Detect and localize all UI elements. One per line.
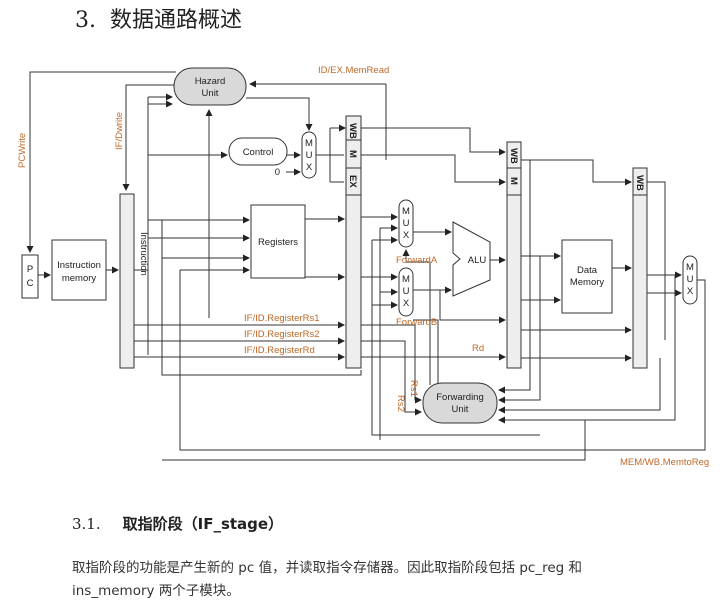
svg-text:M: M xyxy=(347,150,358,158)
svg-text:Unit: Unit xyxy=(452,404,469,415)
section-paragraph: 取指阶段的功能是产生新的 pc 值，并读取指令存储器。因此取指阶段包括 pc_r… xyxy=(72,560,583,599)
svg-text:Unit: Unit xyxy=(202,88,219,99)
svg-text:M: M xyxy=(305,138,313,149)
svg-text:U: U xyxy=(403,218,410,229)
instruction-label: Instruction xyxy=(138,232,149,276)
svg-text:Data: Data xyxy=(577,265,598,276)
svg-text:WB: WB xyxy=(347,123,358,139)
control-unit: Control xyxy=(228,137,288,166)
if-id-register xyxy=(119,193,135,369)
svg-text:U: U xyxy=(403,286,410,297)
datapath-diagram: Hazard Unit Control 0 P C Instruction me… xyxy=(17,65,709,468)
svg-text:ALU: ALU xyxy=(468,255,487,266)
ex-mem-register: WB M xyxy=(506,141,522,369)
mem-wb-register: WB xyxy=(632,167,648,369)
rs2-short-label: Rs2 xyxy=(395,395,406,412)
hazard-unit: Hazard Unit xyxy=(173,67,247,106)
forwarda-label: ForwardA xyxy=(396,255,438,266)
svg-text:M: M xyxy=(402,274,410,285)
svg-text:memory: memory xyxy=(62,273,97,284)
svg-text:X: X xyxy=(403,230,410,241)
forwarding-unit: Forwarding Unit xyxy=(422,382,498,424)
forward-a-mux: M U X xyxy=(398,199,414,248)
svg-text:Registers: Registers xyxy=(258,237,298,248)
zero-input: 0 xyxy=(275,167,280,178)
rs1-short-label: Rs1 xyxy=(408,380,419,397)
rd-label: IF/ID.RegisterRd xyxy=(244,345,315,356)
svg-text:Control: Control xyxy=(243,147,274,158)
svg-text:Instruction: Instruction xyxy=(57,260,101,271)
svg-text:P: P xyxy=(27,264,33,275)
ifdwrite-label: IF/Dwrite xyxy=(114,112,125,150)
page-title: 3.数据通路概述 xyxy=(75,8,243,33)
section-heading: 3.1.取指阶段（IF_stage） xyxy=(72,515,284,533)
alu: ALU xyxy=(452,221,491,297)
svg-text:C: C xyxy=(27,278,34,289)
pcwrite-label: PCWrite xyxy=(17,133,28,168)
svg-text:Hazard: Hazard xyxy=(195,76,226,87)
rs2-label: IF/ID.RegisterRs2 xyxy=(244,329,320,340)
memread-label: ID/EX.MemRead xyxy=(318,65,389,76)
svg-text:EX: EX xyxy=(347,175,358,188)
svg-text:M: M xyxy=(686,262,694,273)
svg-text:X: X xyxy=(403,298,410,309)
data-memory: Data Memory xyxy=(561,239,613,314)
registers-block: Registers xyxy=(250,204,306,279)
svg-text:X: X xyxy=(306,162,313,173)
svg-text:Forwarding: Forwarding xyxy=(436,392,484,403)
writeback-mux: M U X xyxy=(682,255,698,305)
svg-text:U: U xyxy=(687,274,694,285)
svg-text:M: M xyxy=(508,177,519,185)
control-mux: M U X xyxy=(301,131,317,179)
rd-short-label: Rd xyxy=(472,343,484,354)
memtoreg-label: MEM/WB.MemtoReg xyxy=(620,457,709,468)
instruction-memory: Instruction memory xyxy=(51,239,107,301)
svg-text:X: X xyxy=(687,286,694,297)
forwardb-label: ForwardB xyxy=(396,317,437,328)
svg-text:WB: WB xyxy=(634,175,645,191)
rs1-label: IF/ID.RegisterRs1 xyxy=(244,313,320,324)
svg-text:Memory: Memory xyxy=(570,277,605,288)
forward-b-mux: M U X xyxy=(398,267,414,317)
id-ex-register: WB M EX xyxy=(345,115,362,369)
svg-text:WB: WB xyxy=(508,148,519,164)
svg-text:M: M xyxy=(402,206,410,217)
svg-text:U: U xyxy=(306,150,313,161)
pc-register: P C xyxy=(21,254,39,299)
